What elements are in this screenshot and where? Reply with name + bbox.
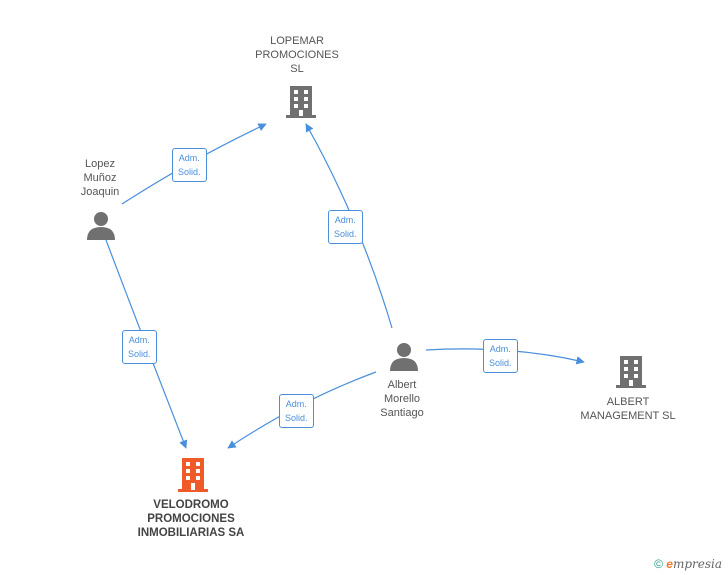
copyright-icon: © [654,557,663,571]
building-icon [286,86,316,118]
node-label-lopez[interactable]: Lopez Muñoz Joaquin [80,158,120,198]
node-label-lopemar[interactable]: LOPEMAR PROMOCIONES SL [255,35,339,75]
edge-label: Adm. Solid. [483,339,518,373]
edge-label: Adm. Solid. [172,148,207,182]
brand-logo-initial: e [666,557,673,571]
building-icon [616,356,646,388]
footer-brand[interactable]: © empresia [654,557,722,571]
brand-name: mpresia [672,557,722,571]
person-icon [87,212,115,240]
edge-label: Adm. Solid. [328,210,363,244]
node-label-albert[interactable]: Albert Morello Santiago [380,379,424,419]
node-label-velodromo[interactable]: VELODROMO PROMOCIONES INMOBILIARIAS SA [137,499,245,539]
edge-label: Adm. Solid. [279,394,314,428]
node-label-albert-management[interactable]: ALBERT MANAGEMENT SL [580,396,676,422]
edge-label: Adm. Solid. [122,330,157,364]
person-icon [390,343,418,371]
building-icon [178,458,208,492]
